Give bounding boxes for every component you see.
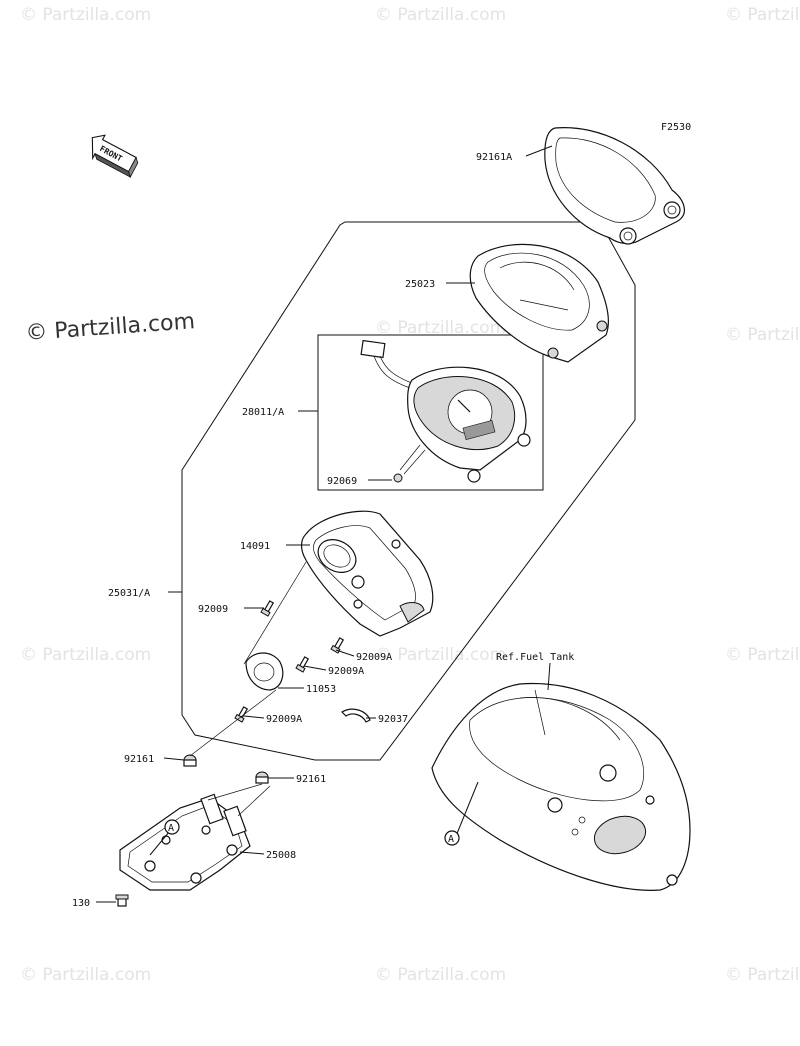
callout-a: A A [164, 819, 460, 846]
watermark: © Partzilla.com [375, 318, 506, 338]
part-number: 25031/A [108, 588, 150, 599]
front-arrow-icon: FRONT [91, 134, 139, 179]
part-number: 14091 [240, 541, 270, 552]
part-number: 28011/A [242, 407, 284, 418]
partzilla-watermark: © Partzilla.com [25, 309, 196, 346]
speedometer-28011A [360, 339, 531, 483]
watermark: © Partzilla.com [20, 965, 151, 985]
bracket-25008 [119, 793, 251, 891]
part-labels: 92161A 25023 28011/A 92069 14091 25031/A… [72, 152, 574, 909]
part-number: 92009A [356, 652, 392, 663]
watermark: © Partzilla.com [725, 325, 800, 345]
clip-92037 [341, 708, 371, 723]
meter-case-14091 [300, 510, 434, 637]
gasket-ring-92161A [544, 127, 685, 245]
part-number: 92069 [327, 476, 357, 487]
watermark: © Partzilla.com [725, 645, 800, 665]
bracket-ring-11053 [245, 652, 284, 691]
watermark: © Partzilla.com [375, 965, 506, 985]
assembly-outline-25031A [181, 221, 636, 761]
fuel-tank-reference [431, 682, 691, 891]
part-number: 92161 [124, 754, 154, 765]
part-number: 92009A [328, 666, 364, 677]
part-number: 11053 [306, 684, 336, 695]
part-number: 92009A [266, 714, 302, 725]
part-number: 25023 [405, 279, 435, 290]
callout-letter: A [168, 823, 174, 834]
watermarks: © Partzilla.com © Partzilla.com © Partzi… [20, 5, 800, 985]
watermark: © Partzilla.com [375, 5, 506, 25]
watermark: © Partzilla.com [725, 965, 800, 985]
assembly-outline-28011A [317, 334, 544, 491]
part-number: 130 [72, 898, 90, 909]
part-number: 92009 [198, 604, 228, 615]
watermark: © Partzilla.com [375, 645, 506, 665]
watermark: © Partzilla.com [20, 645, 151, 665]
part-number: 92037 [378, 714, 408, 725]
part-number: 92161 [296, 774, 326, 785]
part-number: 92161A [476, 152, 512, 163]
leader-lines [96, 145, 553, 903]
watermark: © Partzilla.com [20, 5, 151, 25]
callout-letter: A [448, 834, 454, 845]
watermark: © Partzilla.com [725, 5, 800, 25]
grommets-92161 [183, 754, 269, 784]
reference-label: Ref.Fuel Tank [496, 652, 574, 663]
part-number: 25008 [266, 850, 296, 861]
meter-cover-25023 [469, 243, 610, 363]
figure-code: F2530 [661, 122, 691, 133]
